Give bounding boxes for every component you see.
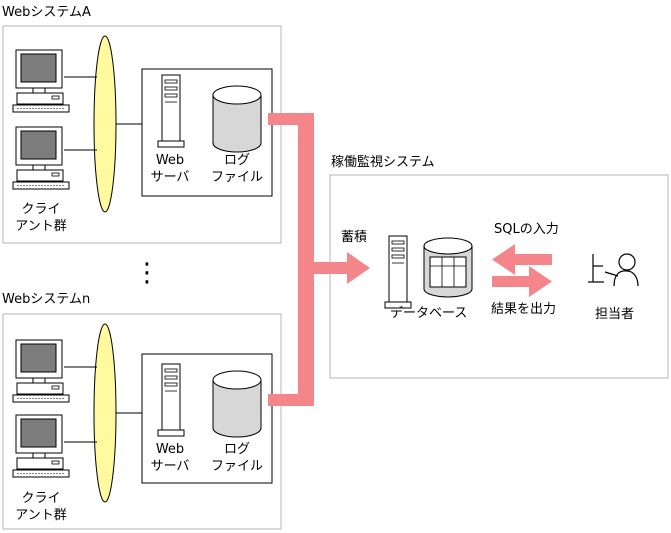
sql-input-arrow (492, 244, 552, 275)
database-label: データベース (390, 306, 468, 321)
system-n-network-oval (93, 323, 117, 503)
sql-input-label: SQLの入力 (494, 222, 559, 237)
accumulate-label: 蓄積 (341, 230, 368, 245)
system-n-clients-label: クライアント群 (15, 491, 67, 523)
system-a-client-pc-1-icon (12, 49, 70, 113)
system-n-web-server-icon (157, 363, 185, 437)
system-a-web-server-icon (157, 74, 185, 148)
system-a-clients-label: クライアント群 (15, 202, 67, 234)
system-a-title: WebシステムA (2, 5, 91, 20)
monitor-database-icon (423, 237, 473, 298)
operator-label: 担当者 (595, 307, 635, 322)
systems-ellipsis: ⋮ (134, 258, 160, 288)
system-n-log-file-icon (212, 370, 262, 438)
operator-person-icon (588, 253, 639, 287)
system-a-network-oval (93, 35, 117, 213)
accumulate-arrow (268, 113, 370, 406)
monitor-system-box (329, 174, 669, 379)
system-n-title: Webシステムn (2, 292, 91, 307)
result-output-arrow (492, 266, 552, 297)
monitor-system-title: 稼働監視システム (331, 155, 435, 170)
system-n-box (2, 313, 282, 530)
monitor-db-server-icon (384, 235, 412, 309)
system-a-log-file-label: ログファイル (210, 153, 263, 185)
system-n-log-file-label: ログファイル (210, 442, 263, 474)
system-n-client-pc-1-icon (12, 339, 70, 403)
system-a-client-pc-2-icon (12, 126, 70, 190)
system-a-box (2, 25, 282, 244)
result-output-label: 結果を出力 (491, 302, 557, 317)
system-n-client-pc-2-icon (12, 414, 70, 478)
system-a-log-file-icon (212, 85, 262, 153)
